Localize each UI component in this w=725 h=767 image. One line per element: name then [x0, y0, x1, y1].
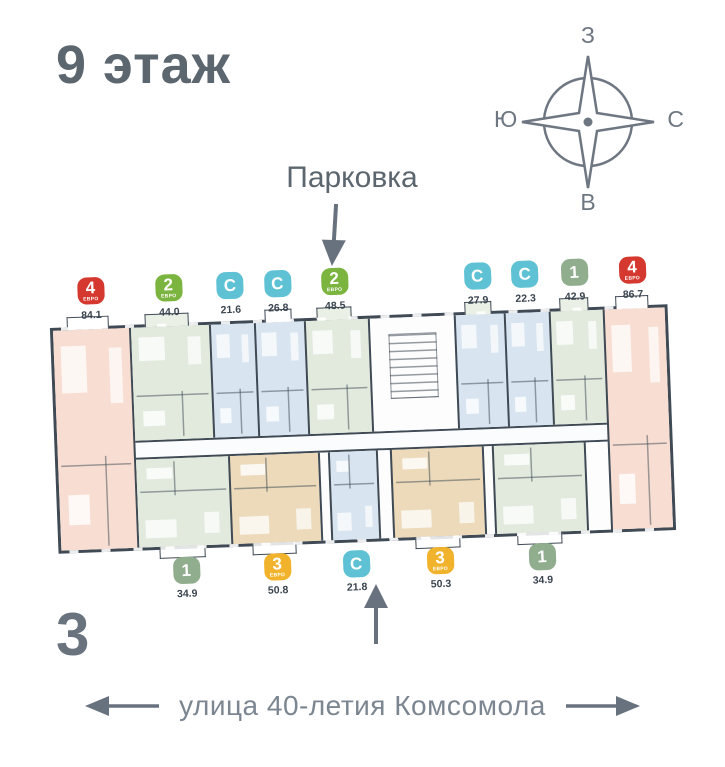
badge-apt-1room-34-9-a[interactable]: 1 [172, 556, 201, 585]
top-apartment-row [130, 297, 607, 441]
apt-1room-34-9-a[interactable] [136, 456, 232, 559]
apt-studio-26-8[interactable] [253, 308, 309, 437]
parking-direction-arrow-icon [321, 203, 346, 266]
area-apt-studio-21-6: 21.6 [220, 303, 242, 317]
building-mid [130, 297, 612, 559]
area-apt-1room-34-9-a: 34.9 [176, 587, 198, 601]
hall-c [583, 441, 612, 531]
compass-south-label: Ю [494, 106, 518, 132]
compass-east-label: В [580, 189, 596, 215]
area-apt-studio-26-8: 26.8 [267, 301, 289, 315]
area-apt-studio-22-3: 22.3 [515, 292, 537, 306]
compass-west-label: З [581, 22, 595, 48]
street-row: улица 40-летия Комсомола [42, 690, 683, 722]
apt-studio-27-9[interactable] [453, 301, 509, 429]
parking-label: Парковка [286, 161, 418, 194]
badge-apt-studio-26-8[interactable]: С [263, 269, 292, 298]
stairs-icon [388, 331, 439, 400]
compass-north-label: С [667, 106, 684, 132]
building-number: 3 [56, 601, 90, 668]
apt-2euro-44-0[interactable] [130, 312, 214, 441]
apt-4euro-86-7[interactable] [602, 294, 673, 530]
area-apt-4euro-86-7: 86.7 [622, 288, 644, 301]
badge-apt-1room-42-9[interactable]: 1 [560, 258, 589, 287]
street-arrow-right-icon [565, 696, 640, 716]
apt-2euro-48-5[interactable] [303, 306, 373, 435]
entrance-arrow-icon [364, 584, 388, 644]
stair-core [367, 315, 459, 432]
apt-studio-21-6[interactable] [208, 323, 259, 438]
compass-rose: З С В Ю [490, 22, 686, 218]
apt-1room-34-9-b[interactable] [491, 442, 588, 546]
badge-apt-1room-34-9-b[interactable]: 1 [528, 542, 557, 571]
street-arrow-left-icon [85, 696, 160, 716]
area-apt-1room-34-9-b: 34.9 [532, 573, 554, 587]
apt-1room-42-9[interactable] [548, 297, 607, 425]
street-name: улица 40-летия Комсомола [179, 690, 546, 721]
badge-apt-studio-27-9[interactable]: С [463, 261, 492, 291]
apt-3euro-50-8[interactable] [227, 452, 322, 556]
area-apt-2euro-44-0: 44.0 [158, 305, 180, 319]
area-apt-1room-42-9: 42.9 [564, 290, 586, 304]
apt-studio-22-3[interactable] [503, 311, 553, 427]
badge-apt-studio-22-3[interactable]: С [510, 260, 539, 289]
area-apt-4euro-84-1: 84.1 [80, 308, 102, 322]
page-title: 9 этаж [56, 35, 231, 95]
badge-apt-studio-21-8[interactable]: С [342, 549, 371, 578]
apt-4euro-84-1[interactable] [53, 315, 140, 551]
area-apt-3euro-50-3: 50.3 [430, 577, 452, 591]
compass-star-icon [521, 55, 655, 189]
badge-apt-studio-21-6[interactable]: С [215, 271, 244, 300]
area-apt-2euro-48-5: 48.5 [324, 299, 346, 313]
apt-studio-21-8[interactable] [327, 450, 380, 541]
area-apt-studio-27-9: 27.9 [467, 294, 489, 307]
area-apt-3euro-50-8: 50.8 [267, 583, 289, 597]
apt-3euro-50-3[interactable] [389, 446, 486, 550]
